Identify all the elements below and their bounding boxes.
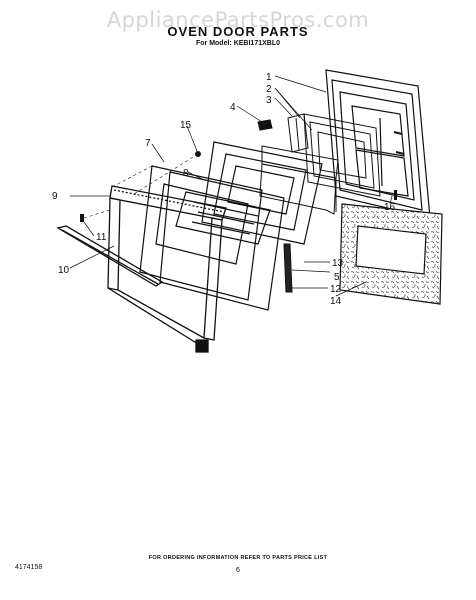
callout-4: 4 [230,102,236,113]
door-liner [303,113,381,197]
door-strip [283,243,293,293]
watermark: AppliancePartsPros.com [106,8,370,32]
callout-8: 8 [183,168,189,179]
door-clip [257,119,273,131]
callout-15: 15 [180,120,192,131]
document-number: 4174158 [15,564,43,571]
callout-13: 13 [332,258,344,269]
glass-pane [159,171,285,311]
inner-glass-frame [201,141,323,245]
callout-12: 12 [330,284,342,295]
small-clip [80,214,84,222]
page-title: OVEN DOOR PARTS [167,24,309,39]
outer-glass [139,165,263,301]
bottom-rail [56,225,164,287]
callout-5: 5 [334,272,340,283]
callout-2: 2 [266,84,272,95]
projection-lines [83,153,199,219]
hinge-pin [394,190,397,200]
callout-7: 7 [145,138,151,149]
callout-10: 10 [58,265,70,276]
page-number: 6 [236,567,240,574]
callout-3: 3 [266,95,272,106]
ordering-note: FOR ORDERING INFORMATION REFER TO PARTS … [148,555,328,561]
model-number: For Model: KEBI171XBL0 [195,40,280,47]
speckled-door-panel [339,203,443,305]
callout-labels: 1 2 3 4 15 7 8 9 11 10 16 13 5 12 14 [52,72,396,307]
callout-11: 11 [96,232,107,243]
callout-14: 14 [330,296,342,307]
insulation-box [259,145,339,215]
callout-9: 9 [52,191,58,202]
callout-1: 1 [266,72,272,83]
leader-lines [69,75,393,297]
callout-16: 16 [384,202,396,213]
